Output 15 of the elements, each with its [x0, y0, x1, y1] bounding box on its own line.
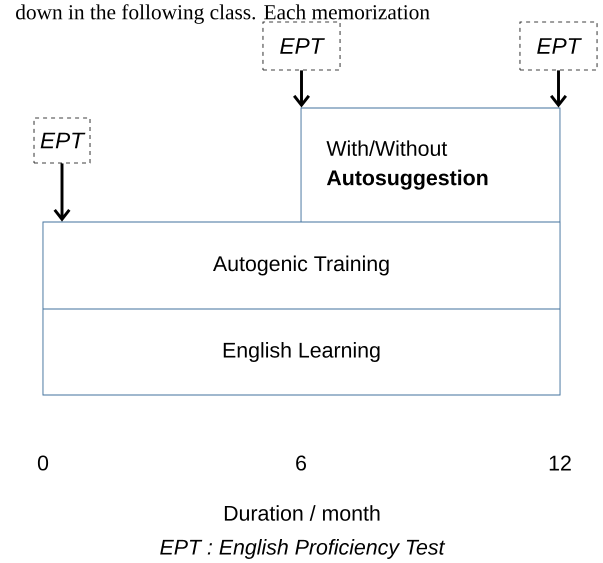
axis-tick-label: 12	[550, 456, 571, 470]
arrow	[550, 70, 567, 108]
axis-tick-label: 0	[38, 455, 48, 471]
test-box: EPT	[262, 22, 340, 70]
axis-tick-label: 6	[296, 455, 306, 471]
arrow	[54, 163, 70, 222]
phase-box: With/Without Autosuggestion	[300, 108, 560, 222]
axis-title: Duration / month	[224, 505, 380, 521]
caption: EPT : English Proficiency Test	[160, 539, 446, 559]
running-text: down in the following class. Each memorization	[16, 4, 430, 24]
test-box: EPT	[520, 22, 598, 70]
arrow	[293, 70, 310, 108]
phase-box: Autogenic Training	[42, 222, 560, 310]
phase-box: English Learning	[42, 308, 560, 396]
test-box: EPT	[34, 118, 90, 164]
